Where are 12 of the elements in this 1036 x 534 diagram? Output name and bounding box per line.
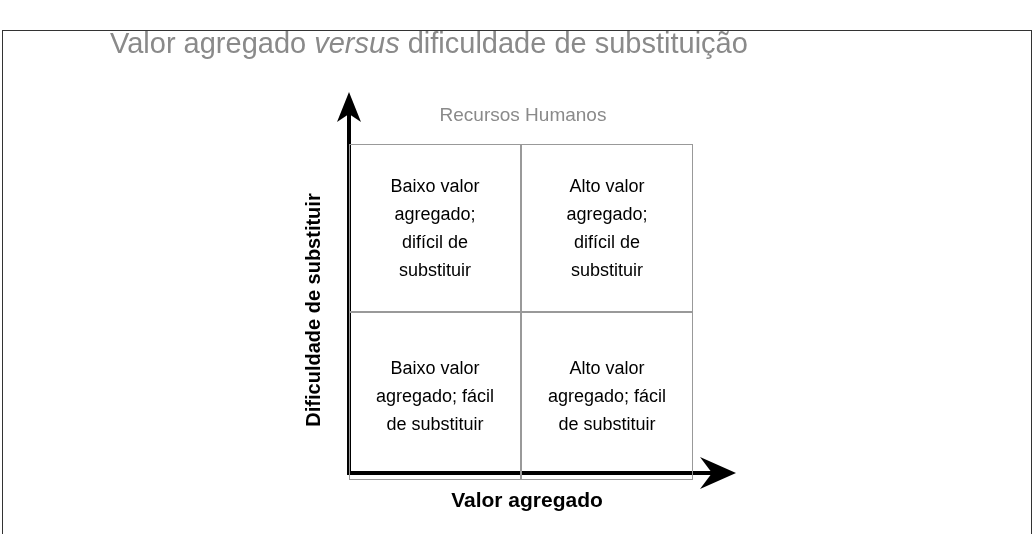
quadrant-text: Baixo valor agregado; fácil de substituir — [375, 357, 495, 436]
quadrant-cell — [521, 144, 693, 312]
quadrant-text: Baixo valor agregado; difícil de substituir — [389, 175, 481, 282]
x-axis-label: Valor agregado — [450, 487, 604, 513]
quadrant-cell — [349, 144, 521, 312]
quadrant-cell — [521, 312, 693, 480]
title: Valor agregado versus dificuldade de substituição — [110, 26, 748, 61]
quadrant-text: Alto valor agregado; fácil de substituir — [547, 357, 667, 436]
quadrant-text: Alto valor agregado; difícil de substituir — [565, 175, 649, 282]
y-axis-label: Dificuldade de substituir — [301, 193, 325, 427]
quadrant-cell — [349, 312, 521, 480]
category-label: Recursos Humanos — [438, 103, 608, 127]
